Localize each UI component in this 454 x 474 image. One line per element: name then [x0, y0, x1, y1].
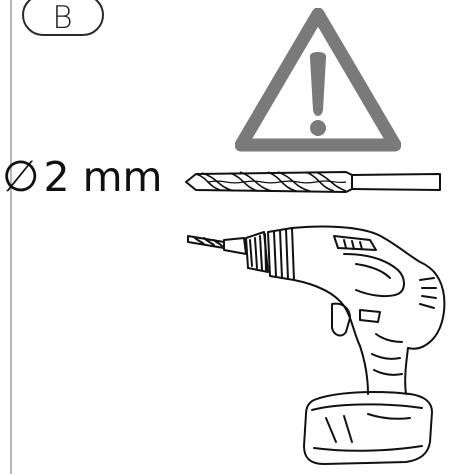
warning-triangle-icon	[235, 8, 401, 152]
left-margin-rule	[10, 0, 12, 474]
step-badge: B	[22, 0, 104, 36]
cordless-drill-icon	[187, 225, 446, 465]
drill-size-value: 2 mm	[43, 152, 163, 201]
diameter-symbol: ∅	[2, 151, 40, 202]
drill-bit-icon	[185, 171, 441, 193]
drill-size-label: ∅ 2 mm	[2, 150, 162, 204]
step-letter: B	[52, 0, 74, 36]
